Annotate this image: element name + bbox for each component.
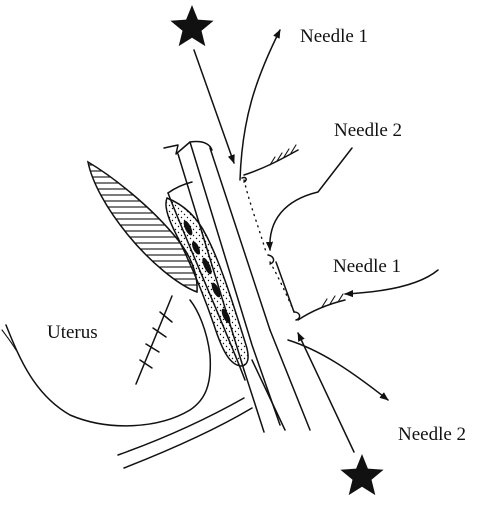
bite-marks: [241, 176, 301, 321]
lower-vessel-1: [117, 397, 245, 456]
sheath-edge: [167, 192, 246, 381]
arrow-needle2-top: [265, 147, 353, 251]
tissue-edge-lower: [297, 299, 346, 321]
uterus-hem: [1, 329, 17, 351]
parallel-ligament: [163, 140, 311, 433]
arrow-needle2-bottom: [287, 339, 389, 401]
label-needle1-mid: Needle 1: [333, 256, 401, 277]
arrow-needle1-top: [239, 29, 281, 181]
label-needle1-top: Needle 1: [300, 26, 368, 47]
hatched-structure: [86, 160, 198, 294]
lower-vessel-2: [123, 407, 253, 469]
arrow-needle1-mid: [344, 269, 439, 298]
star-icon-bottom: [340, 454, 384, 496]
star-icon-top: [170, 5, 214, 47]
tissue-hairs-upper: [269, 144, 297, 166]
arrow-needle1-mid-link: [275, 261, 295, 313]
arrow-star-top: [193, 49, 235, 164]
arrow-star-bottom: [297, 332, 355, 453]
label-needle2-top: Needle 2: [334, 120, 402, 141]
label-needle2-bottom: Needle 2: [398, 424, 466, 445]
uterus-outline: [5, 299, 212, 427]
sheath-fold: [167, 181, 193, 194]
suture-path-1: [243, 179, 267, 253]
tissue-edge-upper: [243, 149, 299, 176]
tissue-hairs-lower: [321, 293, 344, 308]
uterine-suture-line: [135, 295, 173, 385]
label-uterus: Uterus: [47, 322, 98, 343]
